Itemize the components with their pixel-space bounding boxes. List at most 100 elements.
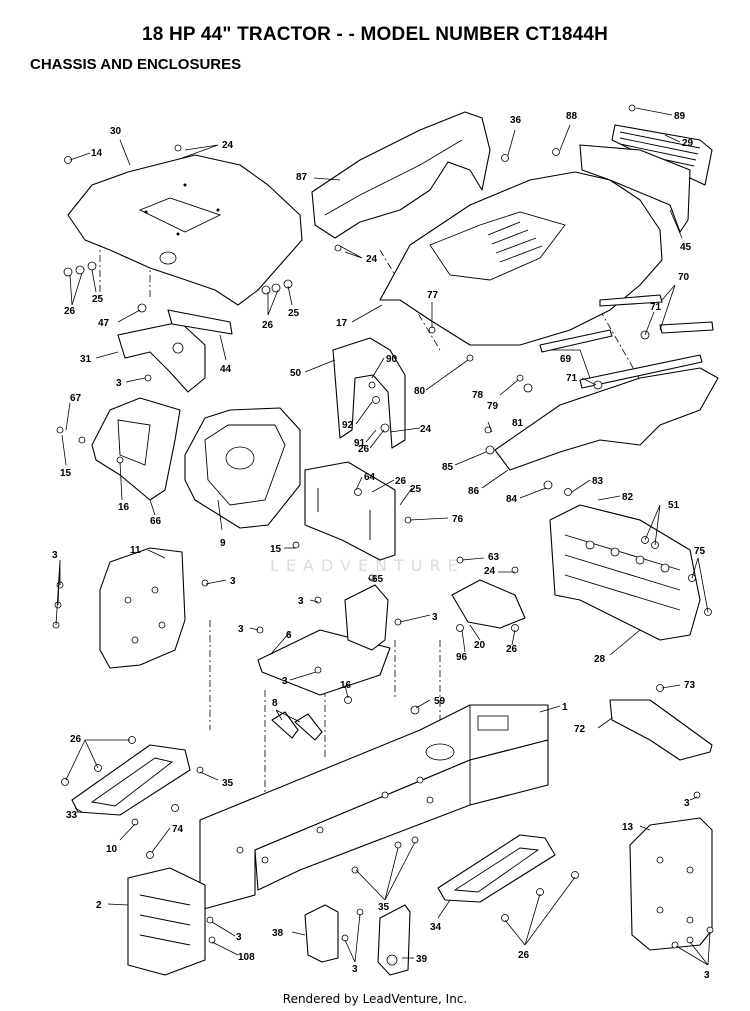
callout-label[interactable]: 26: [262, 320, 274, 331]
callout-label[interactable]: 50: [290, 368, 302, 379]
callout-label[interactable]: 24: [366, 254, 378, 265]
callout-label[interactable]: 24: [222, 140, 234, 151]
callout-label[interactable]: 26: [64, 306, 76, 317]
part-bracket-65[interactable]: [344, 584, 389, 651]
callout-label[interactable]: 9: [220, 538, 226, 549]
callout-label[interactable]: 108: [238, 952, 255, 963]
callout-label[interactable]: 71: [566, 373, 578, 384]
callout-label[interactable]: 67: [70, 393, 82, 404]
callout-label[interactable]: 87: [296, 172, 308, 183]
part-drag-link-86[interactable]: [494, 367, 719, 471]
callout-label[interactable]: 44: [220, 364, 232, 375]
callout-label[interactable]: 26: [70, 734, 82, 745]
callout-label[interactable]: 25: [92, 294, 104, 305]
callout-label[interactable]: 3: [298, 596, 304, 607]
callout-label[interactable]: 17: [336, 318, 348, 329]
part-floor-plate-6[interactable]: [257, 629, 391, 696]
part-footrest-33[interactable]: [71, 744, 191, 816]
callout-label[interactable]: 3: [282, 676, 288, 687]
part-dash-cover-66[interactable]: [91, 397, 181, 501]
callout-label[interactable]: 96: [456, 652, 468, 663]
callout-label[interactable]: 25: [410, 484, 422, 495]
callout-label[interactable]: 20: [474, 640, 486, 651]
part-bracket-31[interactable]: [117, 321, 206, 393]
callout-label[interactable]: 64: [364, 472, 376, 483]
callout-label[interactable]: 70: [678, 272, 690, 283]
callout-label[interactable]: 24: [420, 424, 432, 435]
callout-label[interactable]: 66: [150, 516, 162, 527]
callout-label[interactable]: 3: [704, 970, 710, 981]
callout-label[interactable]: 80: [414, 386, 426, 397]
callout-label[interactable]: 85: [442, 462, 454, 473]
part-front-plate-2[interactable]: [127, 867, 206, 976]
callout-label[interactable]: 24: [484, 566, 496, 577]
callout-label[interactable]: 26: [518, 950, 530, 961]
part-engine-hood-17[interactable]: [379, 171, 663, 346]
callout-label[interactable]: 83: [592, 476, 604, 487]
callout-label[interactable]: 72: [574, 724, 586, 735]
callout-label[interactable]: 35: [222, 778, 234, 789]
callout-label[interactable]: 69: [560, 354, 572, 365]
callout-label[interactable]: 3: [352, 964, 358, 975]
callout-label[interactable]: 79: [487, 401, 499, 412]
callout-label[interactable]: 91: [354, 438, 366, 449]
callout-label[interactable]: 31: [80, 354, 92, 365]
callout-label[interactable]: 86: [468, 486, 480, 497]
callout-label[interactable]: 3: [52, 550, 58, 561]
callout-label[interactable]: 82: [622, 492, 634, 503]
part-bracket-44[interactable]: [167, 309, 233, 335]
callout-label[interactable]: 1: [562, 702, 568, 713]
callout-label[interactable]: 81: [512, 418, 524, 429]
callout-label[interactable]: 38: [272, 928, 284, 939]
callout-label[interactable]: 36: [510, 115, 522, 126]
part-clips-8[interactable]: [271, 711, 323, 741]
callout-label[interactable]: 34: [430, 922, 442, 933]
callout-label[interactable]: 65: [372, 574, 384, 585]
part-front-axle-28[interactable]: [549, 504, 701, 641]
callout-label[interactable]: 35: [378, 902, 390, 913]
part-dash-panel-9[interactable]: [184, 407, 301, 529]
part-side-plate-11[interactable]: [99, 547, 186, 669]
callout-label[interactable]: 11: [130, 545, 141, 556]
callout-label[interactable]: 63: [488, 552, 500, 563]
callout-label[interactable]: 15: [270, 544, 282, 555]
part-steering-support-50[interactable]: [332, 337, 406, 449]
callout-label[interactable]: 88: [566, 111, 578, 122]
part-grille-frame-45[interactable]: [579, 144, 691, 233]
part-hood-panel-30[interactable]: [67, 154, 303, 306]
callout-label[interactable]: 2: [96, 900, 102, 911]
part-bracket-38[interactable]: [304, 904, 339, 963]
callout-label[interactable]: 13: [622, 822, 634, 833]
callout-label[interactable]: 84: [506, 494, 518, 505]
callout-label[interactable]: 77: [427, 290, 439, 301]
callout-label[interactable]: 29: [682, 138, 694, 149]
callout-label[interactable]: 28: [594, 654, 606, 665]
callout-label[interactable]: 45: [680, 242, 692, 253]
callout-label[interactable]: 3: [684, 798, 690, 809]
callout-label[interactable]: 75: [694, 546, 706, 557]
callout-label[interactable]: 73: [684, 680, 696, 691]
callout-label[interactable]: 47: [98, 318, 110, 329]
callout-label[interactable]: 78: [472, 390, 484, 401]
callout-label[interactable]: 26: [506, 644, 518, 655]
callout-label[interactable]: 16: [118, 502, 130, 513]
callout-label[interactable]: 3: [116, 378, 122, 389]
callout-label[interactable]: 8: [272, 698, 278, 709]
part-footrest-34[interactable]: [437, 834, 556, 903]
callout-label[interactable]: 3: [432, 612, 438, 623]
part-bracket-39[interactable]: [377, 904, 411, 976]
part-bracket-20[interactable]: [451, 579, 526, 629]
callout-label[interactable]: 26: [358, 444, 370, 455]
callout-label[interactable]: 74: [172, 824, 184, 835]
callout-label[interactable]: 30: [110, 126, 122, 137]
callout-label[interactable]: 92: [342, 420, 354, 431]
part-side-panel-87[interactable]: [311, 111, 491, 239]
callout-label[interactable]: 90: [386, 354, 398, 365]
part-steering-linkage-69[interactable]: [539, 294, 714, 389]
callout-label[interactable]: 25: [288, 308, 300, 319]
callout-label[interactable]: 3: [236, 932, 242, 943]
callout-label[interactable]: 15: [60, 468, 72, 479]
callout-label[interactable]: 71: [650, 302, 662, 313]
callout-label[interactable]: 59: [434, 696, 446, 707]
part-rear-cover-64[interactable]: [304, 461, 396, 561]
